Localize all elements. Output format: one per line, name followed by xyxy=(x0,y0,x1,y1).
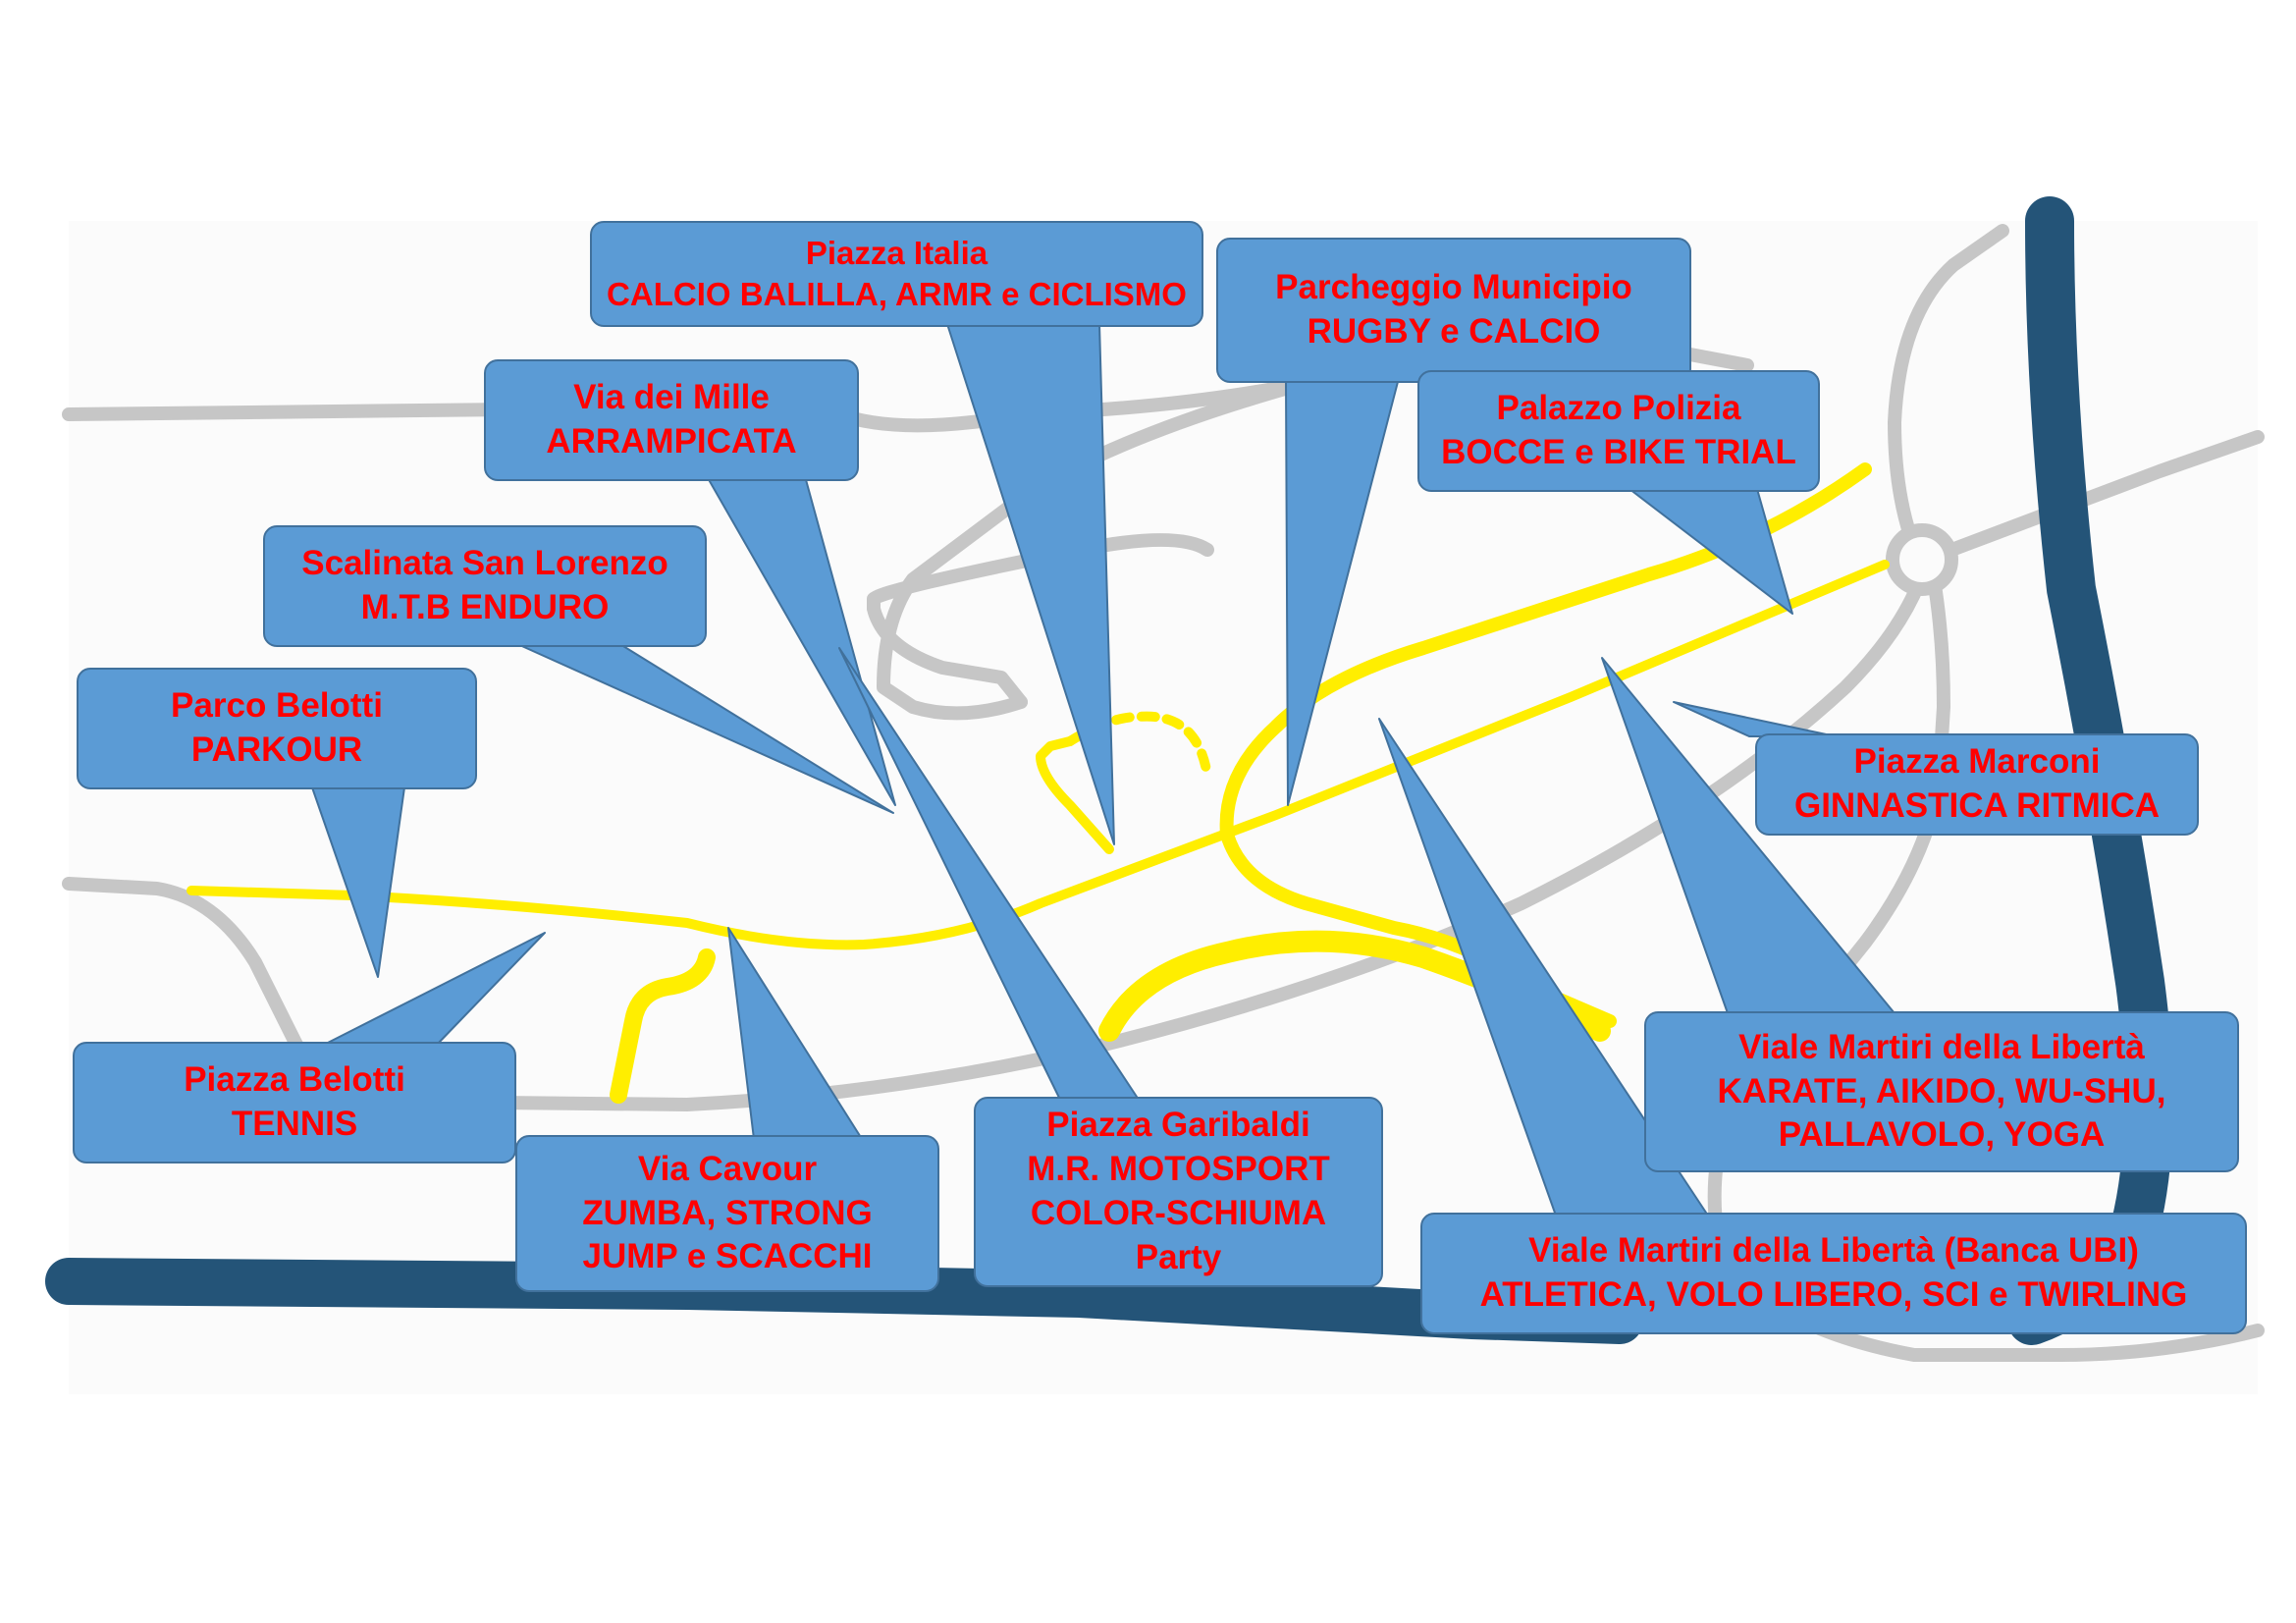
place-name: Via Cavour xyxy=(637,1149,818,1188)
activity-line: Party xyxy=(1135,1237,1222,1276)
activity-line: M.R. MOTOSPORT xyxy=(1027,1150,1330,1189)
callout-via-dei-mille: Via dei Mille ARRAMPICATA xyxy=(484,359,859,481)
place-name: Viale Martiri della Libertà (Banca UBI) xyxy=(1528,1231,2139,1271)
roundabout xyxy=(1886,523,1958,596)
activity-line: KARATE, AIKIDO, WU-SHU, xyxy=(1717,1071,2166,1110)
activity-line: JUMP e SCACCHI xyxy=(582,1237,873,1276)
activity-line: ZUMBA, STRONG xyxy=(582,1193,873,1232)
callout-parcheggio-municipio: Parcheggio Municipio RUGBY e CALCIO xyxy=(1216,238,1691,383)
route-upper-band xyxy=(1219,462,1872,1028)
route-small-hook xyxy=(610,948,716,1104)
activity-line: M.T.B ENDURO xyxy=(360,588,610,626)
place-name: Parcheggio Municipio xyxy=(1275,268,1632,307)
callout-via-cavour: Via Cavour ZUMBA, STRONG JUMP e SCACCHI xyxy=(515,1135,939,1292)
activity-line: PALLAVOLO, YOGA xyxy=(1778,1115,2106,1155)
callout-piazza-marconi: Piazza Marconi GINNASTICA RITMICA xyxy=(1755,733,2199,836)
place-name: Palazzo Polizia xyxy=(1496,389,1741,428)
activity-line: GINNASTICA RITMICA xyxy=(1793,786,2160,825)
callout-piazza-garibaldi: Piazza Garibaldi M.R. MOTOSPORT COLOR-SC… xyxy=(974,1097,1383,1287)
callout-piazza-belotti: Piazza Belotti TENNIS xyxy=(73,1042,516,1163)
route-left-branch xyxy=(1036,736,1114,854)
place-name: Piazza Belotti xyxy=(184,1060,405,1100)
place-name: Viale Martiri della Libertà xyxy=(1738,1027,2145,1066)
activity-line: CALCIO BALILLA, ARMR e CICLISMO xyxy=(607,276,1187,312)
activity-line: TENNIS xyxy=(231,1105,358,1143)
activity-line: PARKOUR xyxy=(190,730,363,769)
activity-line: ATLETICA, VOLO LIBERO, SCI e TWIRLING xyxy=(1479,1275,2188,1314)
callout-scalinata-san-lorenzo: Scalinata San Lorenzo M.T.B ENDURO xyxy=(263,525,707,647)
place-name: Piazza Italia xyxy=(805,234,988,271)
callout-pointers xyxy=(311,323,1896,1217)
activity-line: BOCCE e BIKE TRIAL xyxy=(1441,433,1796,471)
callout-viale-martiri-della-liberta: Viale Martiri della Libertà KARATE, AIKI… xyxy=(1644,1011,2239,1172)
place-name: Piazza Marconi xyxy=(1853,742,2101,782)
callout-palazzo-polizia: Palazzo Polizia BOCCE e BIKE TRIAL xyxy=(1417,370,1820,492)
callout-piazza-italia: Piazza Italia CALCIO BALILLA, ARMR e CIC… xyxy=(590,221,1203,327)
place-name: Parco Belotti xyxy=(171,686,383,726)
activity-line: ARRAMPICATA xyxy=(546,422,797,460)
callout-viale-martiri-banca-ubi: Viale Martiri della Libertà (Banca UBI) … xyxy=(1420,1213,2247,1334)
place-name: Scalinata San Lorenzo xyxy=(301,544,668,583)
activity-line: RUGBY e CALCIO xyxy=(1307,312,1601,351)
road-right-diagonal xyxy=(1932,430,2265,562)
place-name: Via dei Mille xyxy=(573,378,770,417)
callout-parco-belotti: Parco Belotti PARKOUR xyxy=(77,668,477,789)
place-name: Piazza Garibaldi xyxy=(1046,1106,1310,1145)
activity-line: COLOR-SCHIUMA xyxy=(1030,1194,1327,1232)
road-upper-loop xyxy=(867,533,1214,709)
